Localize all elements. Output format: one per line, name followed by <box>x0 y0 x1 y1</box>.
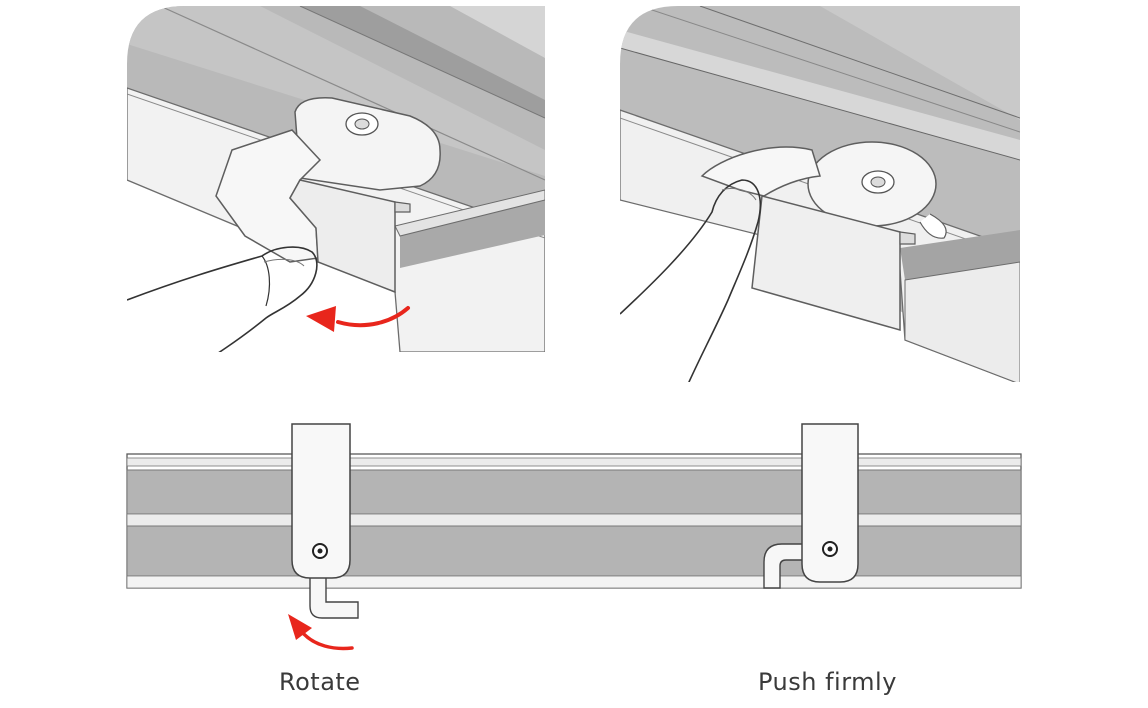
bottom-rail <box>126 423 1022 651</box>
rotate-caption: Rotate <box>279 668 361 696</box>
top-right-panel <box>620 6 1020 382</box>
top-left-panel <box>127 6 545 352</box>
rotate-arrow-icon <box>336 306 410 328</box>
rotate-arrow-icon <box>300 630 354 651</box>
push-caption: Push firmly <box>758 668 897 696</box>
right-clip <box>763 423 859 589</box>
left-clip <box>291 423 359 619</box>
